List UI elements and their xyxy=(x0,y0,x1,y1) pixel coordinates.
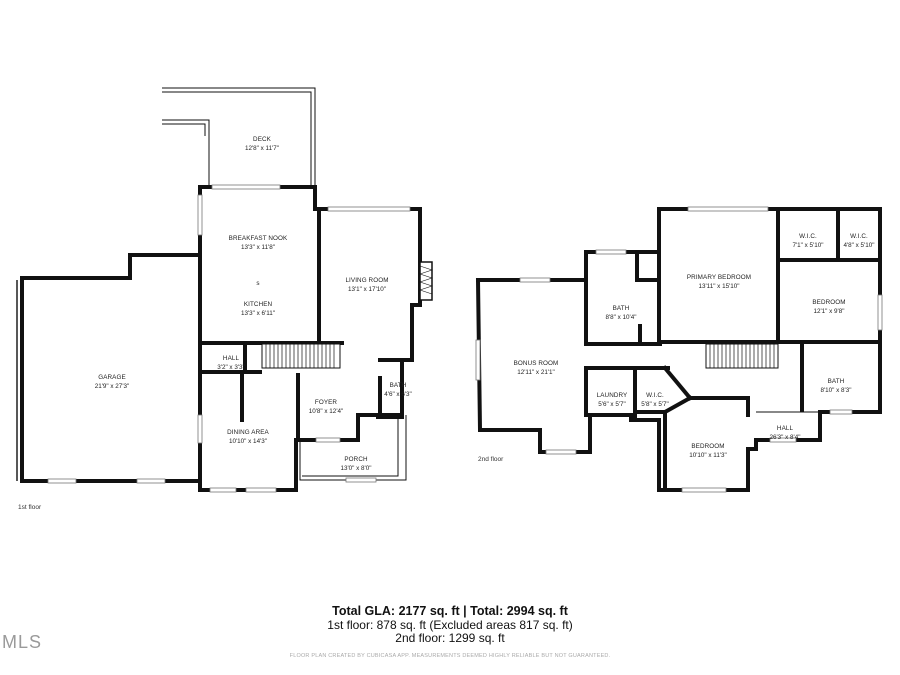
deck-outline xyxy=(162,87,316,187)
staircase-2nd xyxy=(705,343,779,369)
room-bedroom-1-dim: 12'1" x 9'8" xyxy=(813,308,844,315)
first-floor-area: 1st floor: 878 sq. ft (Excluded areas 81… xyxy=(327,618,573,632)
room-bath-2-name: BATH xyxy=(613,305,630,312)
room-hall-1-name: HALL xyxy=(223,355,240,362)
room-bath-3-dim: 8'10" x 8'3" xyxy=(820,387,851,394)
mls-watermark: MLS xyxy=(2,632,43,652)
room-foyer-name: FOYER xyxy=(315,399,338,406)
floor-plan-drawing: DECK 12'8" x 11'7" BREAKFAST NOOK 13'3" … xyxy=(16,87,883,511)
room-wic-2-dim: 4'8" x 5'10" xyxy=(843,242,874,249)
room-primary-bedroom-dim: 13'11" x 15'10" xyxy=(698,283,739,290)
disclaimer-text: FLOOR PLAN CREATED BY CUBICASA APP. MEAS… xyxy=(289,653,611,659)
room-living-room-dim: 13'1" x 17'10" xyxy=(348,286,386,293)
room-kitchen-name: KITCHEN xyxy=(244,301,273,308)
room-kitchen-dim: 13'3" x 6'11" xyxy=(241,310,275,317)
room-wic-1-dim: 7'1" x 5'10" xyxy=(792,242,823,249)
room-garage-dim: 21'9" x 27'3" xyxy=(95,383,130,390)
second-floor-plan: BATH 8'8" x 10'4" PRIMARY BEDROOM 13'11"… xyxy=(475,206,883,493)
room-dining-area-name: DINING AREA xyxy=(227,429,269,436)
window xyxy=(475,339,481,381)
window xyxy=(211,184,281,190)
room-breakfast-nook-name: BREAKFAST NOOK xyxy=(229,235,288,242)
window xyxy=(877,294,883,331)
second-floor-label: 2nd floor xyxy=(478,456,504,463)
window xyxy=(687,206,769,212)
room-wic-2-name: W.I.C. xyxy=(850,233,868,240)
window xyxy=(327,206,411,212)
window xyxy=(829,409,853,415)
room-laundry-name: LAUNDRY xyxy=(597,392,628,399)
room-garage-name: GARAGE xyxy=(98,374,126,381)
room-hall-1-dim: 3'2" x 3'3" xyxy=(217,364,245,371)
room-bath-1-name: BATH xyxy=(390,382,407,389)
window xyxy=(315,437,341,443)
room-bath-3-name: BATH xyxy=(828,378,845,385)
second-floor-walls xyxy=(475,207,882,492)
room-bedroom-2-name: BEDROOM xyxy=(691,443,724,450)
porch-outline xyxy=(299,415,407,483)
room-foyer-dim: 10'8" x 12'4" xyxy=(309,408,344,415)
room-laundry-dim: 5'6" x 5'7" xyxy=(598,401,626,408)
window xyxy=(245,487,277,493)
room-porch-dim: 13'0" x 8'0" xyxy=(340,465,371,472)
window xyxy=(681,487,727,493)
room-dining-area-dim: 10'10" x 14'3" xyxy=(229,438,267,445)
window xyxy=(197,414,203,444)
room-primary-bedroom-name: PRIMARY BEDROOM xyxy=(687,274,751,281)
room-bath-1-dim: 4'6" x 6'3" xyxy=(384,391,412,398)
room-deck-name: DECK xyxy=(253,136,272,143)
garage-walls xyxy=(16,253,202,484)
second-floor-area: 2nd floor: 1299 sq. ft xyxy=(395,631,505,645)
window xyxy=(197,194,203,236)
room-wic-3-name: W.I.C. xyxy=(646,392,664,399)
room-wic-1-name: W.I.C. xyxy=(799,233,817,240)
room-deck-dim: 12'8" x 11'7" xyxy=(245,145,279,152)
window xyxy=(209,487,237,493)
room-bath-2-dim: 8'8" x 10'4" xyxy=(605,314,636,321)
room-hall-2-dim: 26'3" x 8'4" xyxy=(769,434,800,441)
first-floor-label: 1st floor xyxy=(18,504,42,511)
first-floor-plan: DECK 12'8" x 11'7" BREAKFAST NOOK 13'3" … xyxy=(16,87,433,511)
room-bedroom-1-name: BEDROOM xyxy=(812,299,845,306)
kitchen-mark: s xyxy=(256,280,259,287)
window xyxy=(595,249,627,255)
window xyxy=(519,277,551,283)
room-bonus-room-name: BONUS ROOM xyxy=(514,360,559,367)
staircase-1st xyxy=(261,343,341,369)
fireplace xyxy=(419,261,433,301)
window xyxy=(545,449,577,455)
room-porch-name: PORCH xyxy=(344,456,368,463)
room-breakfast-nook-dim: 13'3" x 11'8" xyxy=(241,244,275,251)
total-area-summary: Total GLA: 2177 sq. ft | Total: 2994 sq.… xyxy=(332,604,568,618)
room-wic-3-dim: 5'8" x 5'7" xyxy=(641,401,669,408)
room-living-room-name: LIVING ROOM xyxy=(345,277,388,284)
room-hall-2-name: HALL xyxy=(777,425,794,432)
window xyxy=(769,437,797,443)
room-bonus-room-dim: 12'11" x 21'1" xyxy=(517,369,555,376)
room-bedroom-2-dim: 10'10" x 11'3" xyxy=(689,452,727,459)
